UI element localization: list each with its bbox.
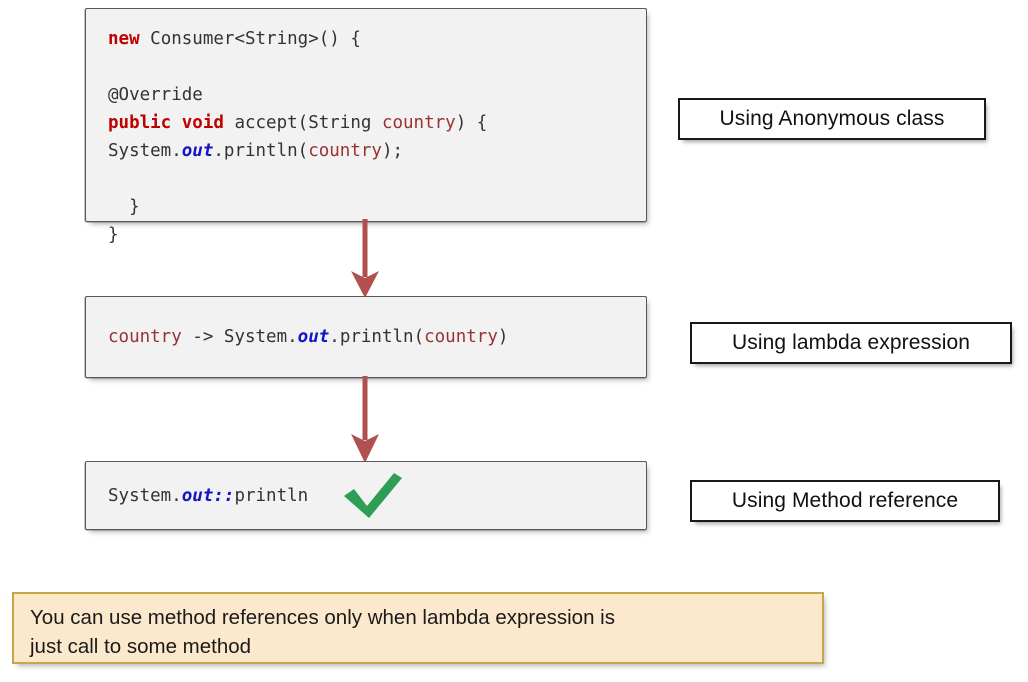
code-token: public void [108,113,235,133]
code-line: System.out.println(country); [108,137,646,165]
note-line-2: just call to some method [30,635,252,658]
label-text: Using lambda expression [731,331,971,354]
code-token: System. [108,485,182,506]
label-text: Using Anonymous class [719,107,945,130]
code-token: out [181,141,214,161]
arrow-lambda-to-method-reference [345,376,385,464]
code-token: ); [381,141,404,161]
green-check-icon [344,472,403,518]
note-line-1: You can use method references only when … [30,606,615,629]
code-line: country -> System.out.println(country) [108,323,508,351]
code-text-lambda-expression: country -> System.out.println(country) [108,323,508,351]
code-block-method-reference: System.out::println [84,461,647,531]
code-token: country [424,327,498,347]
code-token: out [297,327,330,347]
code-token: @Override [108,85,203,105]
code-line: @Override [108,81,646,109]
code-token: accept(String [234,113,382,133]
label-using-anonymous-class: Using Anonymous class [678,98,986,140]
code-token: } [108,197,140,217]
code-token: .println( [213,141,309,161]
label-using-method-reference: Using Method reference [690,480,1000,522]
label-using-lambda-expression: Using lambda expression [690,322,1012,364]
code-line: new Consumer<String>() { [108,25,646,53]
label-text: Using Method reference [731,489,959,512]
checkmark-icon [342,472,404,520]
code-text-anonymous-class: new Consumer<String>() { @Override public… [108,25,646,249]
code-token: ) { [455,113,488,133]
code-line: System.out::println [108,482,308,510]
code-token: country [381,113,456,133]
code-line: } [108,221,646,249]
note-callout-method-reference-rule: You can use method references only when … [12,592,824,664]
code-token: Consumer<String>() { [150,29,361,49]
code-text-method-reference: System.out::println [108,482,308,510]
code-token: System. [108,141,182,161]
code-line: public void accept(String country) { [108,109,646,137]
arrow-anonymous-to-lambda [345,219,385,299]
code-block-anonymous-class: new Consumer<String>() { @Override public… [84,8,647,245]
down-arrow-icon [351,219,379,298]
code-token: println [234,485,309,506]
code-token: -> System. [181,327,298,347]
code-token: .println( [329,327,425,347]
code-line: } [108,193,646,221]
code-line [108,165,646,193]
code-token: } [108,225,119,245]
code-block-lambda-expression: country -> System.out.println(country) [84,296,647,379]
code-line [108,53,646,81]
code-token: country [108,327,182,347]
code-token: new [108,29,151,49]
down-arrow-icon [351,376,379,463]
code-token: country [308,141,382,161]
code-token: out:: [181,485,235,506]
code-token: ) [497,327,509,347]
